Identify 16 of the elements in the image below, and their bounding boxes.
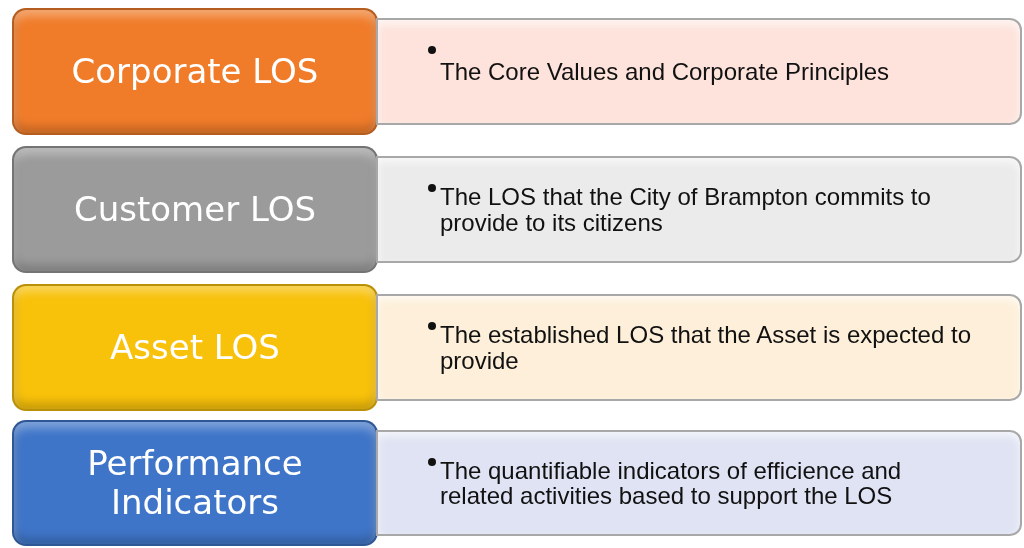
category-box (12, 284, 378, 411)
description-box (376, 294, 1022, 401)
description-box (376, 18, 1022, 125)
description-text: The established LOS that the Asset is expected to provide (440, 322, 972, 373)
description-box (376, 430, 1022, 536)
category-title: Customer LOS (73, 189, 316, 230)
category-box (12, 8, 378, 135)
category-title: Corporate LOS (71, 51, 319, 92)
category-box (12, 146, 378, 273)
description-text: The Core Values and Corporate Principles (440, 58, 890, 85)
description-text: The LOS that the City of Brampton commits to provide to its citizens (440, 184, 932, 235)
description-box (376, 156, 1022, 263)
category-title: Performance Indicators (86, 443, 304, 523)
description-text: The quantifiable indicators of efficience and related activities based to support the LOS (440, 457, 903, 509)
category-box (12, 420, 378, 546)
category-title: Asset LOS (110, 327, 280, 368)
